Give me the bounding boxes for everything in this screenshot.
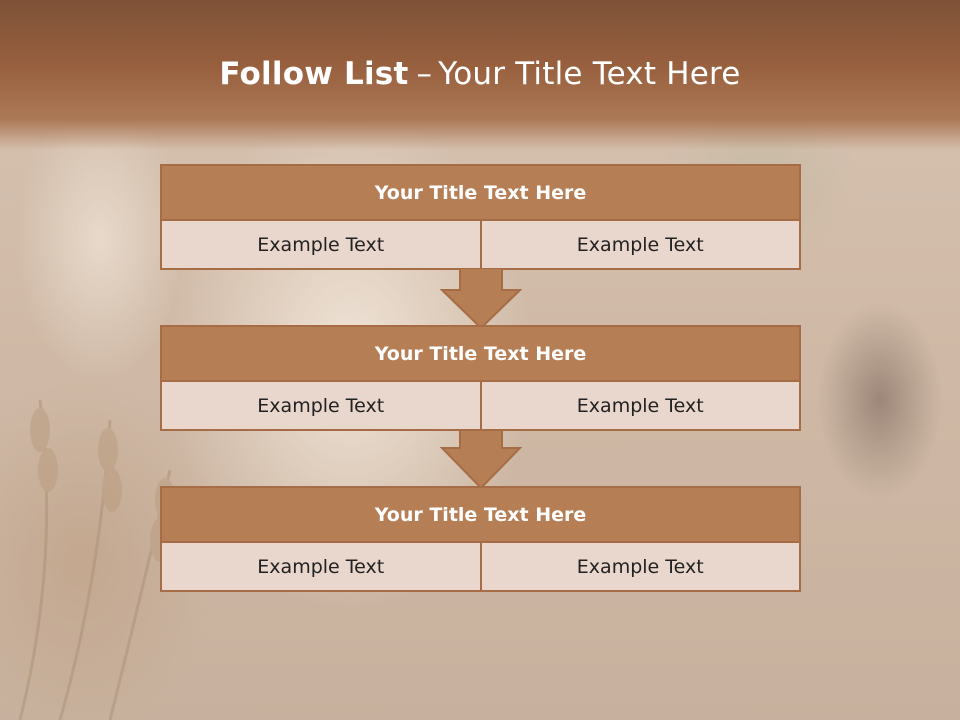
step-3-cell-right: Example Text xyxy=(479,543,801,592)
header-band xyxy=(0,0,960,150)
down-arrow-1 xyxy=(440,268,522,330)
page-title-dash: – xyxy=(416,56,433,92)
page-title-rest: Your Title Text Here xyxy=(438,56,741,92)
step-card-2: Your Title Text Here Example Text Exampl… xyxy=(160,325,801,431)
page-title: Follow List–Your Title Text Here xyxy=(0,56,960,92)
step-1-cell-right: Example Text xyxy=(479,221,801,270)
step-2-cell-left: Example Text xyxy=(160,382,482,431)
step-1-cell-left: Example Text xyxy=(160,221,482,270)
down-arrow-2 xyxy=(440,430,522,490)
step-title-2: Your Title Text Here xyxy=(160,325,801,382)
page-title-bold: Follow List xyxy=(219,56,409,92)
step-card-3: Your Title Text Here Example Text Exampl… xyxy=(160,486,801,592)
step-row-2: Example Text Example Text xyxy=(160,382,801,431)
step-row-1: Example Text Example Text xyxy=(160,221,801,270)
step-row-3: Example Text Example Text xyxy=(160,543,801,592)
step-card-1: Your Title Text Here Example Text Exampl… xyxy=(160,164,801,270)
step-3-cell-left: Example Text xyxy=(160,543,482,592)
step-title-1: Your Title Text Here xyxy=(160,164,801,221)
step-title-3: Your Title Text Here xyxy=(160,486,801,543)
step-2-cell-right: Example Text xyxy=(479,382,801,431)
